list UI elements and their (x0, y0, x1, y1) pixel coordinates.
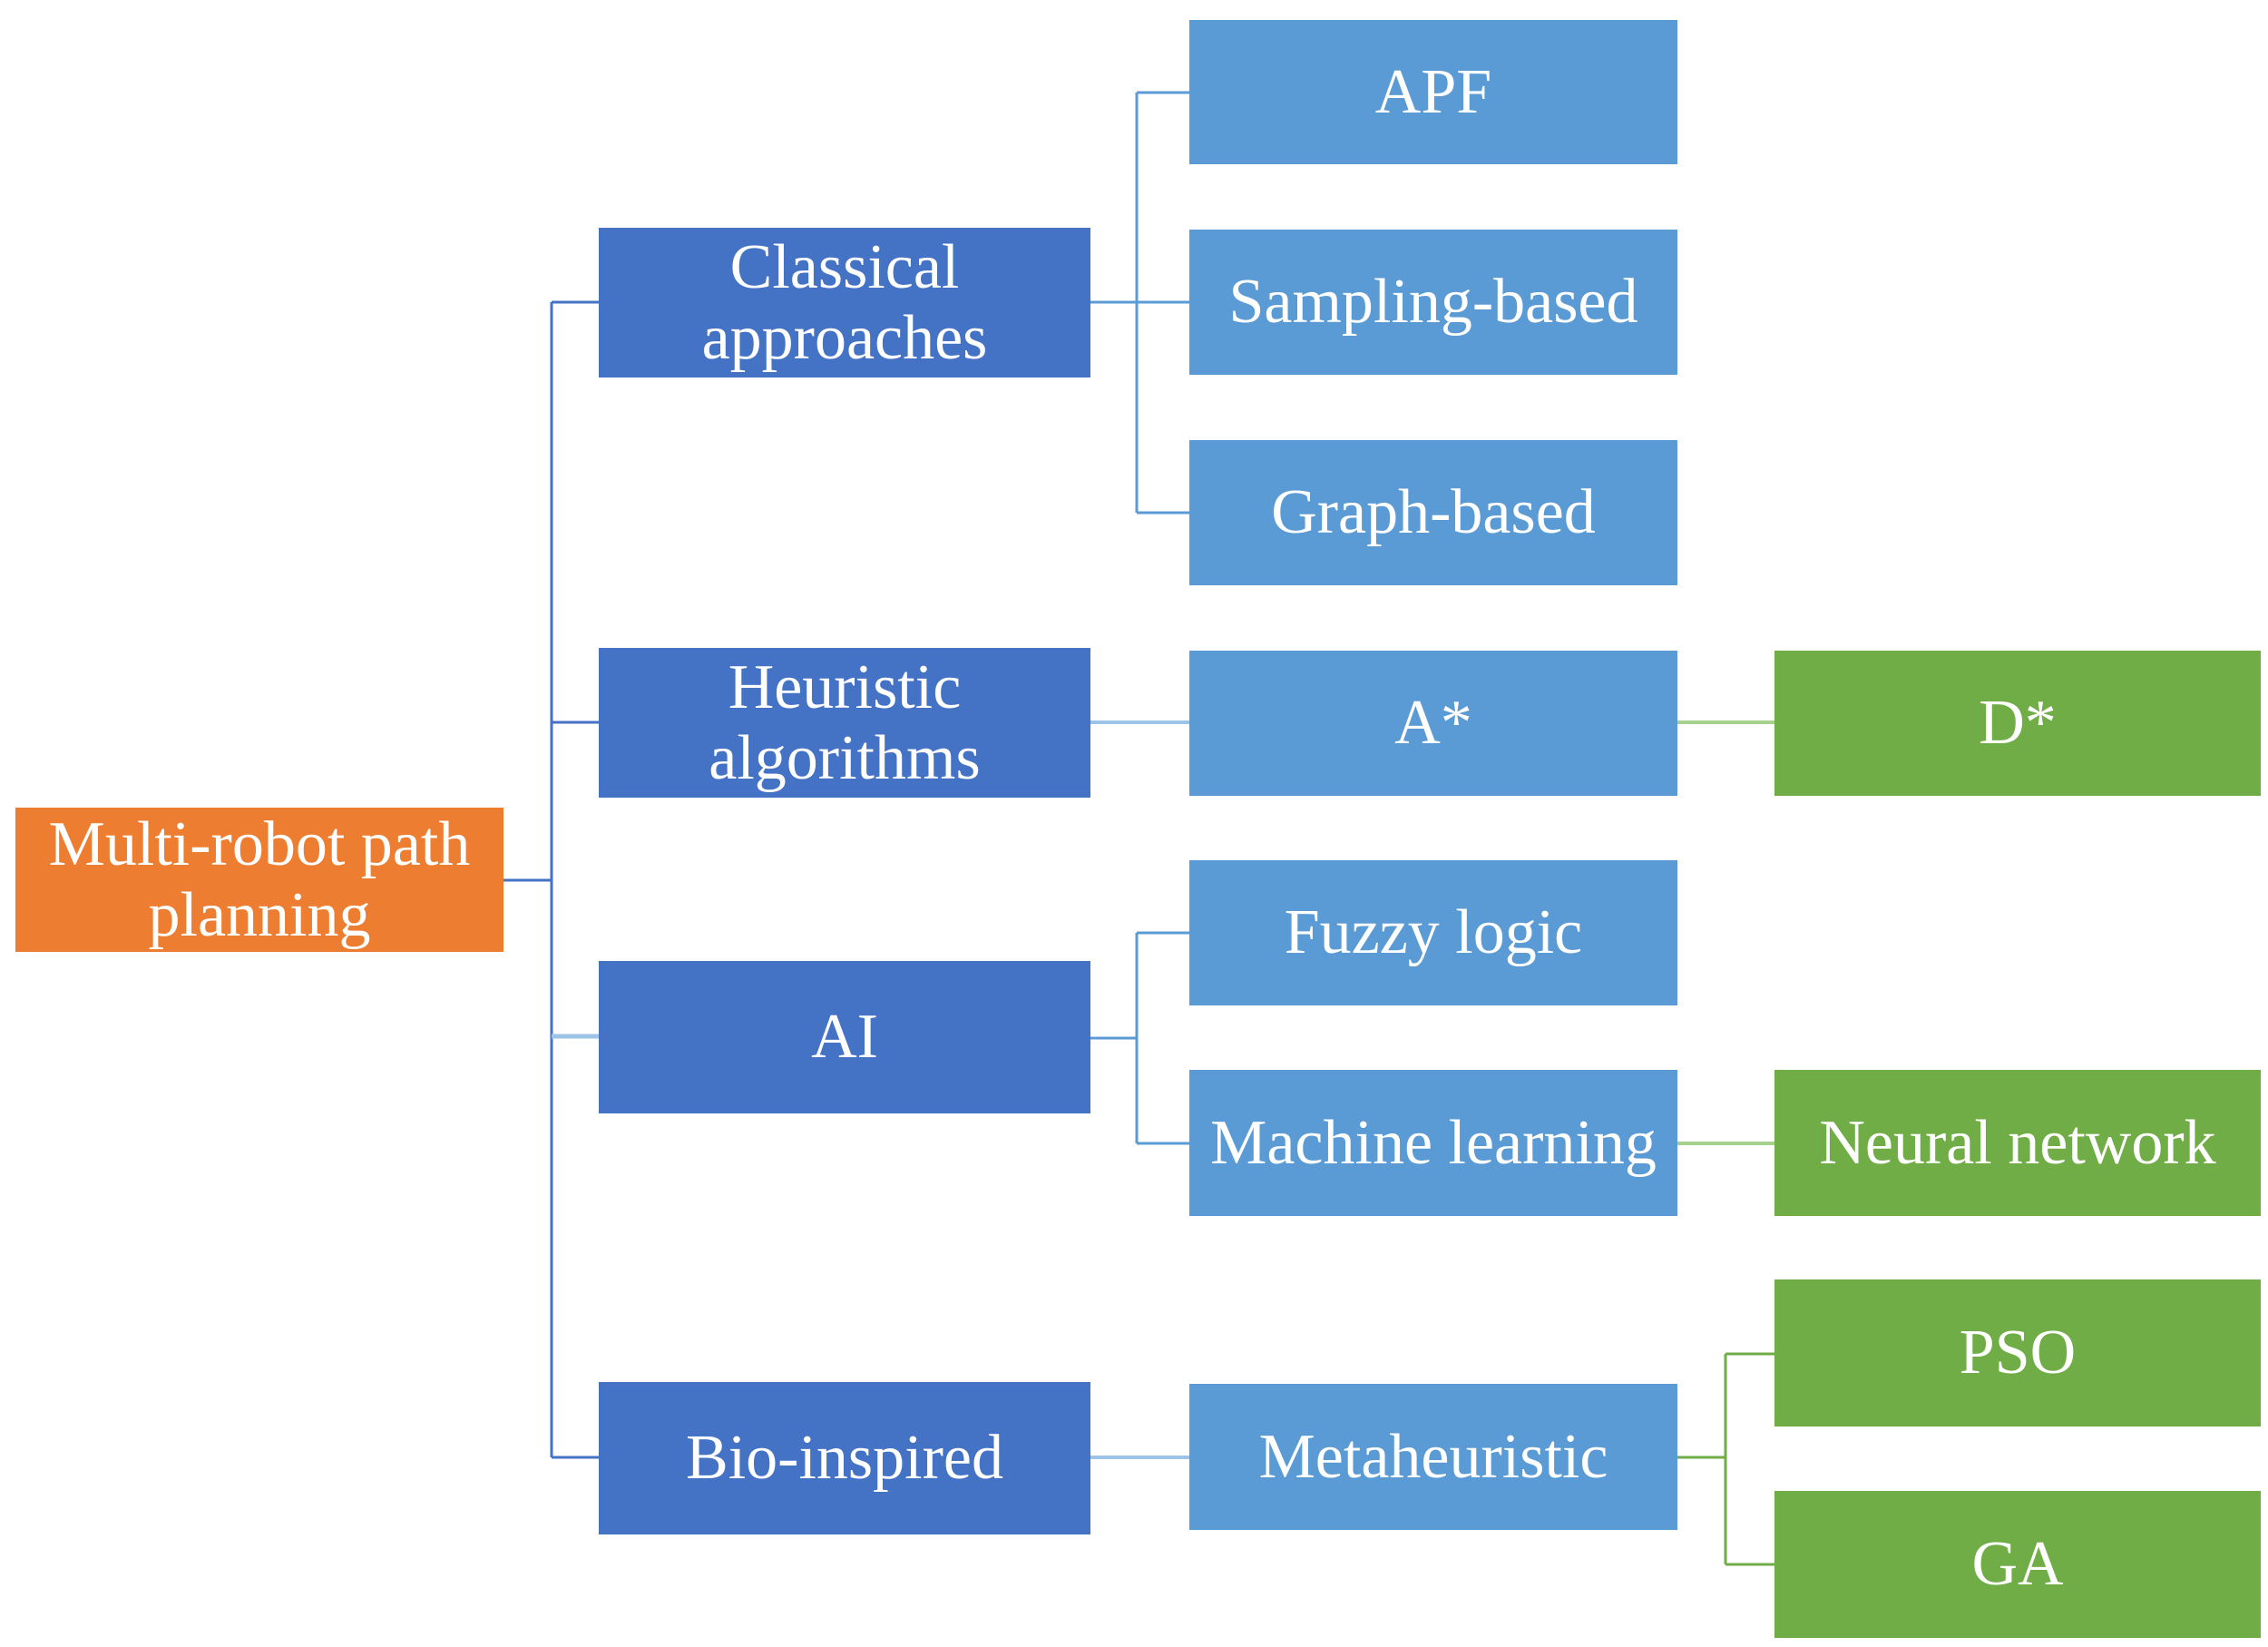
variant-label: Neural network (1819, 1107, 2216, 1178)
root-node: Multi-robot path planning (15, 808, 503, 952)
connector-ai-trunk (1090, 931, 1189, 1145)
method-apf: APF (1189, 20, 1677, 164)
method-label: APF (1374, 56, 1492, 127)
category-ai: AI (599, 961, 1090, 1113)
method-label: Metaheuristic (1258, 1421, 1608, 1492)
variant-d-star: D* (1774, 651, 2261, 796)
variant-ga: GA (1774, 1491, 2261, 1638)
method-a-star: A* (1189, 651, 1677, 796)
category-label: Classical approaches (701, 231, 988, 373)
method-fuzzy-logic: Fuzzy logic (1189, 860, 1677, 1005)
method-label: Fuzzy logic (1284, 897, 1583, 967)
method-label: A* (1394, 688, 1472, 758)
method-sampling-based: Sampling-based (1189, 230, 1677, 375)
category-bio-inspired: Bio-inspired (599, 1382, 1090, 1534)
category-classical-approaches: Classical approaches (599, 228, 1090, 377)
root-label: Multi-robot path planning (48, 809, 471, 950)
connector-root-trunk (503, 302, 553, 1457)
category-connectors (1090, 91, 1189, 1145)
method-label: Sampling-based (1228, 267, 1638, 337)
method-label: Machine learning (1210, 1107, 1657, 1178)
connector-classical-trunk (1090, 91, 1189, 515)
variant-pso: PSO (1774, 1279, 2261, 1426)
category-label: AI (811, 1002, 878, 1072)
variant-label: PSO (1959, 1318, 2077, 1387)
method-machine-learning: Machine learning (1189, 1070, 1677, 1216)
category-label: Heuristic algorithms (709, 652, 981, 793)
method-graph-based: Graph-based (1189, 440, 1677, 585)
variant-label: D* (1979, 688, 2057, 758)
method-label: Graph-based (1271, 477, 1596, 547)
connector-meta-trunk (1677, 1352, 1774, 1566)
variant-neural-network: Neural network (1774, 1070, 2261, 1216)
category-label: Bio-inspired (686, 1423, 1003, 1493)
root-connectors (503, 300, 599, 1459)
variant-label: GA (1971, 1529, 2064, 1599)
category-heuristic-algorithms: Heuristic algorithms (599, 648, 1090, 798)
method-metaheuristic: Metaheuristic (1189, 1384, 1677, 1530)
